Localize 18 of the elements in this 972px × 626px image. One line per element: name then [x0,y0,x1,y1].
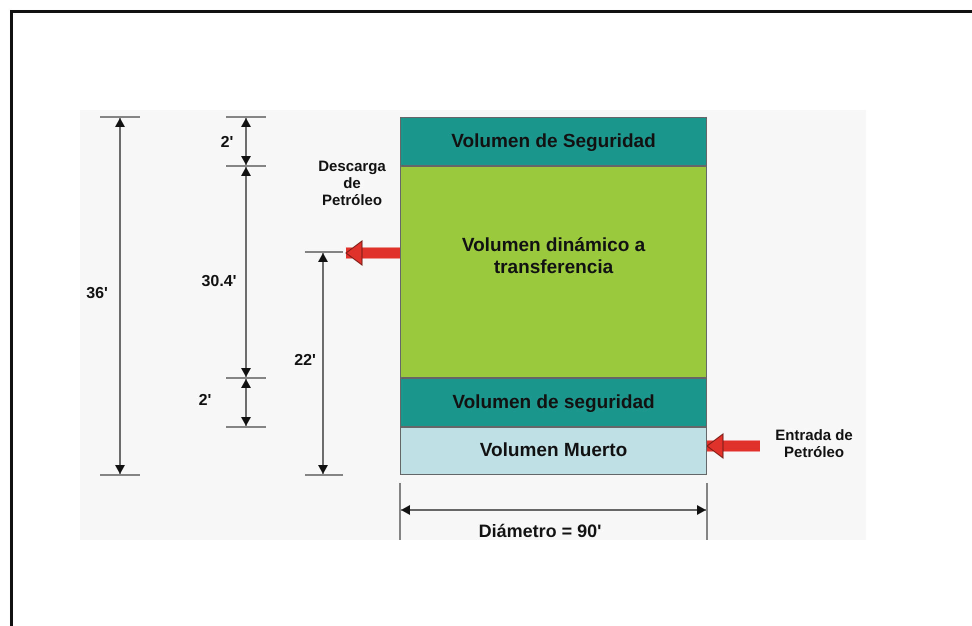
dimension-label: 2' [220,134,234,152]
diameter-label: Diámetro = 90' [478,521,602,542]
dynamic-volume-band-text: Volumen dinámico a transferencia [460,235,646,279]
dimension-label: 2' [198,392,212,410]
safety-volume-band [400,117,707,166]
dimension-label: 30.4' [200,273,238,291]
dynamic-volume-band [400,166,707,378]
outlet-label: Descarga de Petróleo [317,158,387,209]
inlet-label: Entrada de Petróleo [774,427,854,461]
safety-volume-band-text: Volumen de Seguridad [451,130,656,152]
safety-volume-band-text: Volumen de seguridad [452,392,655,414]
dimension-label: 22' [293,352,317,370]
flow-arrow [346,240,400,266]
dead-volume-band-text: Volumen Muerto [480,440,628,462]
dimension-label: 36' [85,285,109,303]
flow-arrow [706,434,760,458]
dead-volume-band [400,427,707,475]
safety-volume-band [400,378,707,427]
